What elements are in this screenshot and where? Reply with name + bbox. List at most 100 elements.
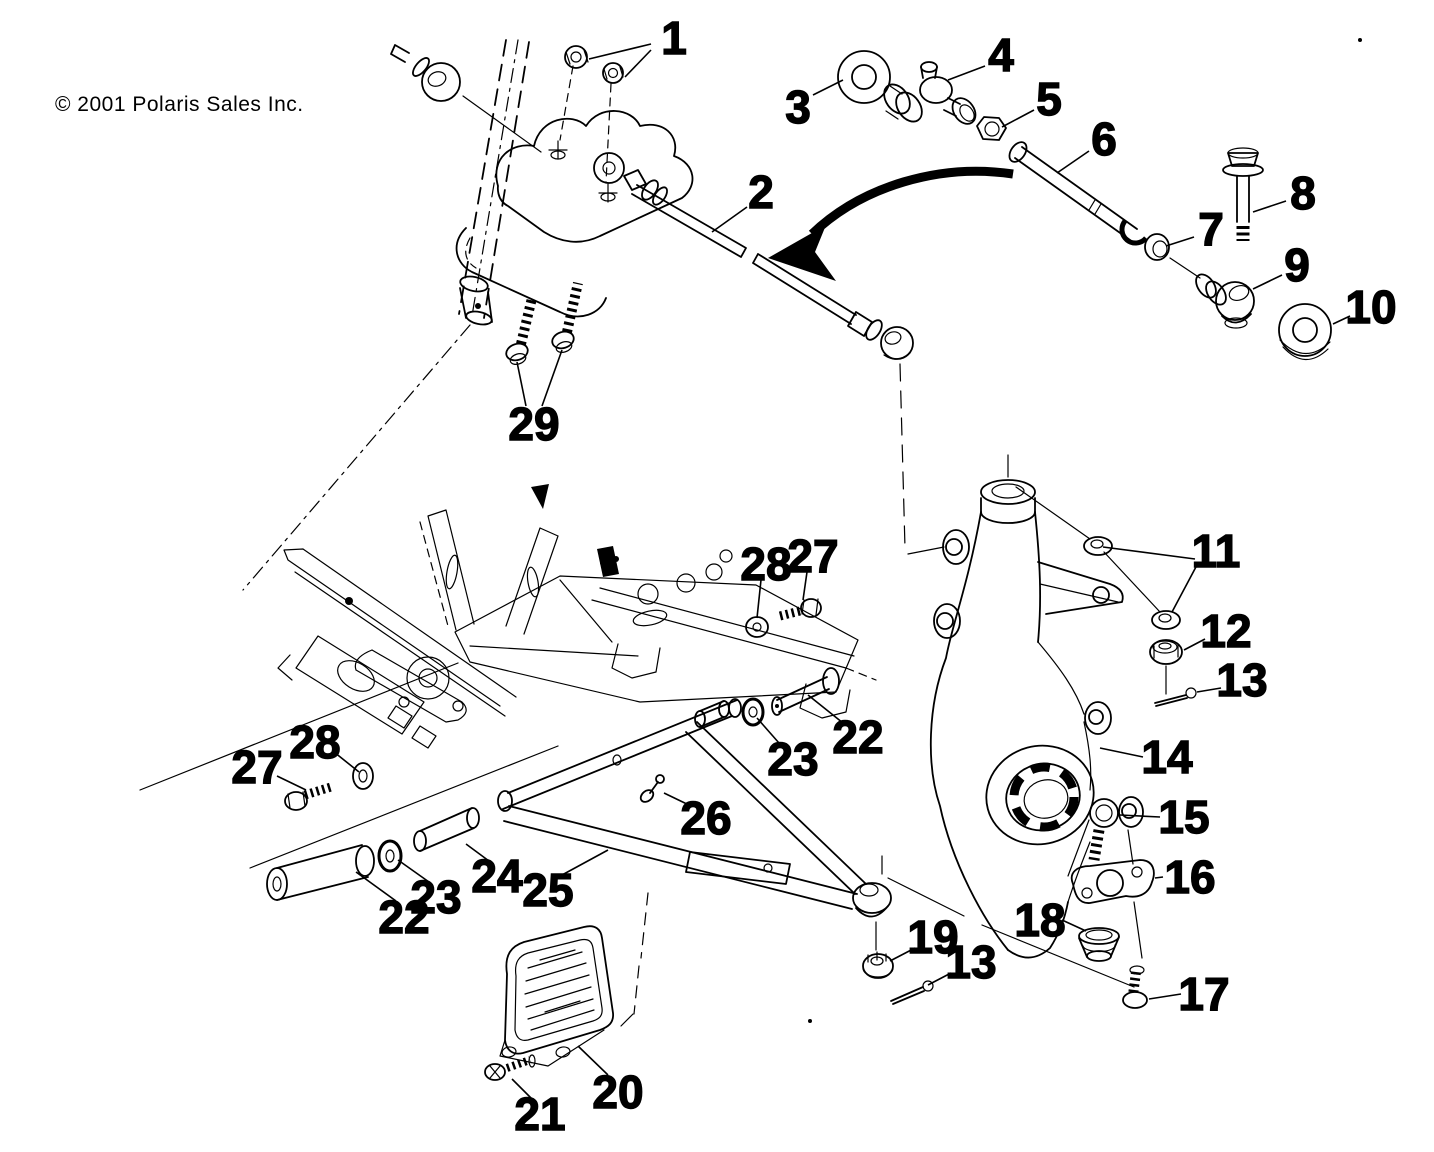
callout-label-10: 10 (1345, 281, 1396, 333)
callout-label-9: 9 (1284, 239, 1310, 291)
frame-drawing (139, 484, 877, 869)
callout-leader-28L (333, 751, 360, 773)
callout-leader-9 (1252, 274, 1283, 290)
callout-label-23R: 23 (767, 733, 818, 785)
direction-arrow (768, 166, 1014, 281)
callout-leader-1 (624, 49, 652, 78)
callout-leader-20 (577, 1045, 609, 1076)
callout-label-1: 1 (661, 12, 687, 64)
callout-leader-11 (1171, 564, 1198, 613)
callout-leader-14 (1099, 747, 1144, 758)
callout-label-5: 5 (1036, 73, 1062, 125)
castle-nut (862, 951, 894, 979)
ball-joint-cap (1078, 927, 1120, 962)
callout-leader-24 (465, 843, 490, 862)
ball-joint-9 (1195, 273, 1255, 329)
callout-label-24: 24 (471, 850, 523, 902)
cotter-pin-upper (1154, 687, 1197, 707)
rod-end-upper-left (390, 44, 542, 153)
callout-label-6: 6 (1091, 113, 1117, 165)
callout-leader-29 (541, 349, 563, 407)
stud-hole-marks (548, 140, 618, 203)
callout-leader-8 (1252, 200, 1287, 213)
tie-rod-drawing (631, 184, 914, 549)
callout-label-27L: 27 (231, 741, 282, 793)
bushing-10 (1278, 303, 1332, 361)
callout-label-8: 8 (1290, 167, 1316, 219)
ball-joint-4 (919, 61, 977, 125)
splash-guard-drawing (484, 892, 649, 1081)
callout-label-22L: 22 (378, 891, 429, 943)
callout-label-22R: 22 (832, 711, 883, 763)
copyright-text: © 2001 Polaris Sales Inc. (55, 93, 304, 116)
tie-rod-exploded-parts (837, 50, 1332, 361)
callout-label-13b: 13 (945, 936, 996, 988)
callout-leader-15 (1119, 814, 1161, 818)
callout-label-21: 21 (514, 1088, 565, 1140)
callout-label-28L: 28 (289, 716, 340, 768)
callout-leader-5 (1001, 109, 1035, 128)
callout-leader-7 (1165, 236, 1195, 247)
cotter-pin-lower (890, 980, 934, 1005)
callout-leader-19 (889, 947, 916, 962)
callout-leader-13a (1196, 687, 1222, 693)
callout-label-7: 7 (1198, 203, 1224, 255)
callout-leader-27U (802, 571, 808, 601)
adjuster-tube-6 (1008, 141, 1138, 241)
callout-leader-3 (812, 79, 844, 96)
callout-label-19: 19 (907, 911, 958, 963)
callout-leader-6 (1056, 150, 1090, 174)
callout-label-15: 15 (1158, 791, 1209, 843)
callout-label-28U: 28 (740, 538, 791, 590)
callout-leader-10 (1332, 315, 1351, 325)
callout-label-4: 4 (988, 29, 1014, 81)
callout-label-11: 11 (1192, 525, 1241, 577)
callout-leader-25 (561, 849, 609, 876)
rod-end-bearing-3 (837, 50, 923, 123)
callout-label-26: 26 (680, 792, 731, 844)
callout-label-17: 17 (1178, 968, 1229, 1020)
guard-bolt (484, 1054, 536, 1081)
callout-leader-21 (511, 1078, 532, 1099)
callout-label-16: 16 (1164, 851, 1215, 903)
callout-leader-11 (1102, 546, 1196, 560)
clamp-nut-7 (1119, 219, 1170, 261)
callout-leader-29 (516, 361, 527, 407)
callout-leader-17 (1148, 993, 1182, 1000)
callout-label-3: 3 (785, 81, 811, 133)
callout-label-2: 2 (748, 166, 774, 218)
steering-column-drawing (242, 39, 694, 591)
callout-leader-23L (397, 859, 430, 883)
callout-leader-28U (756, 579, 762, 619)
callout-leader-13b (927, 972, 952, 986)
callout-label-12: 12 (1200, 605, 1251, 657)
a-arm-drawing (266, 598, 1135, 1005)
callout-leader-23R (756, 717, 780, 744)
inner-tie-rod-end (593, 152, 668, 206)
callout-label-25: 25 (522, 864, 573, 916)
column-lower-sleeve (459, 275, 493, 326)
callout-label-29: 29 (508, 398, 559, 450)
grease-fitting (639, 774, 665, 803)
callout-label-18: 18 (1014, 894, 1065, 946)
mount-bolt-pair (505, 281, 583, 365)
callout-leader-16 (1154, 876, 1164, 879)
stray-dot (1358, 38, 1362, 42)
flange-bolt-8 (1222, 147, 1264, 241)
nut-pair (564, 45, 624, 84)
callout-leader-18 (1061, 919, 1087, 932)
callout-leader-1 (588, 43, 652, 60)
callout-leader-26 (663, 792, 692, 807)
knuckle-drawing (907, 454, 1197, 1009)
callout-label-13a: 13 (1216, 654, 1267, 706)
callout-leader-22L (355, 871, 397, 902)
callout-leader-27L (276, 775, 307, 791)
stray-dot (808, 1019, 812, 1023)
callout-label-23L: 23 (410, 871, 461, 923)
callout-label-27U: 27 (787, 530, 838, 582)
callout-leader-12 (1183, 638, 1206, 651)
callout-label-14: 14 (1141, 731, 1193, 783)
